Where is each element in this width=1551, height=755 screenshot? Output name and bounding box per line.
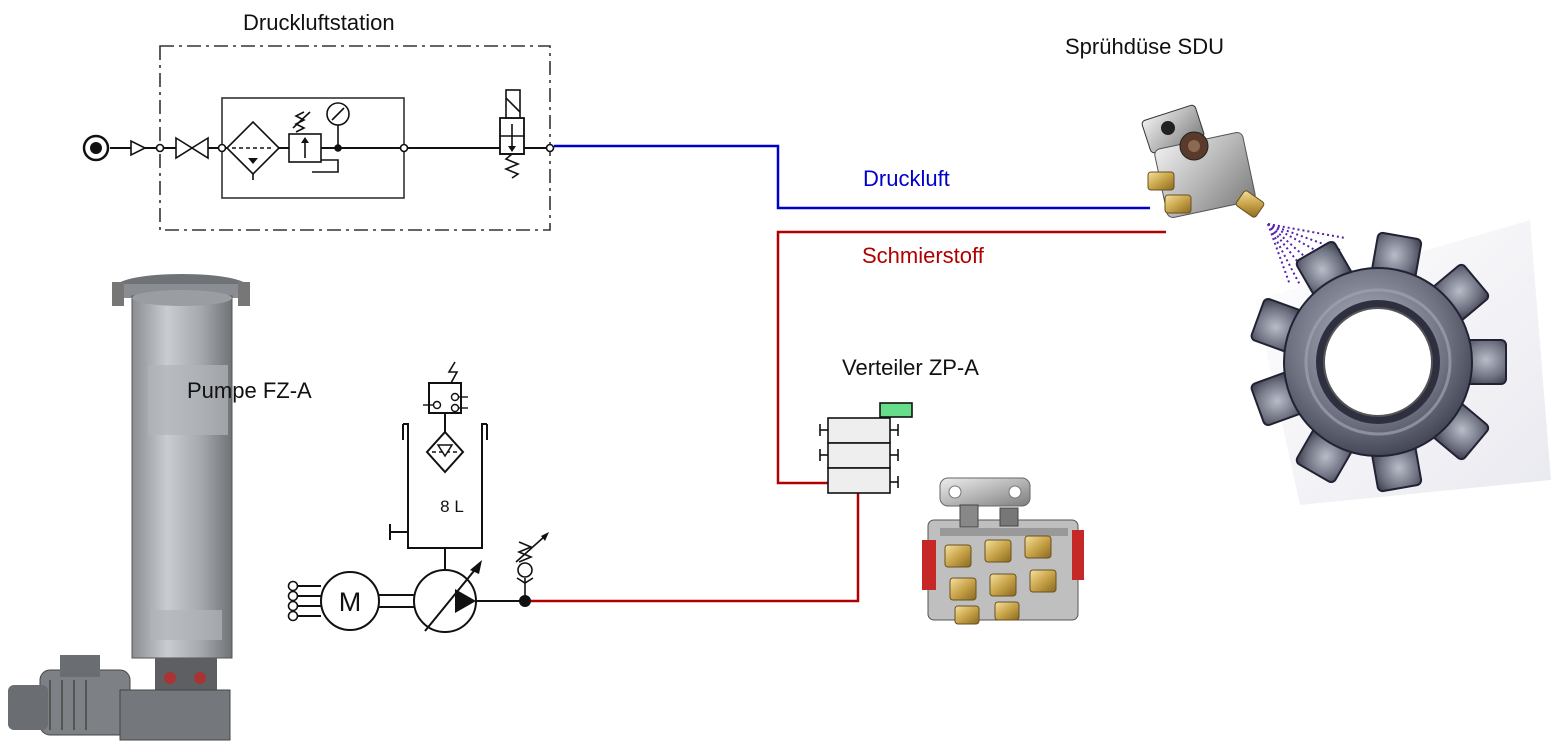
distributor-title: Verteiler ZP-A	[842, 355, 979, 380]
lubricant-line-from-pump	[525, 492, 860, 603]
reservoir-volume-label: 8 L	[440, 497, 464, 516]
lubricant-line-label: Schmierstoff	[862, 243, 984, 268]
compressed-air-line-label: Druckluft	[863, 166, 950, 191]
filter-icon	[225, 120, 281, 180]
pressure-regulator-icon	[288, 111, 339, 173]
pump-photo	[8, 274, 250, 741]
air-source-icon	[82, 134, 110, 162]
pump-icon	[413, 560, 482, 633]
pump-schematic	[287, 361, 549, 633]
distributor-photo	[922, 477, 1084, 625]
compressed-air-line	[554, 144, 1150, 210]
relief-valve-icon	[515, 532, 549, 601]
motor-label: M	[339, 587, 362, 617]
check-valve-icon	[130, 139, 147, 157]
solenoid-valve-icon	[499, 89, 525, 179]
pump-title: Pumpe FZ-A	[187, 378, 312, 403]
spray-nozzle-title: Sprühdüse SDU	[1065, 34, 1224, 59]
distributor-indicator	[879, 402, 913, 418]
shutoff-valve-icon	[175, 136, 209, 160]
station-outer-border	[159, 45, 551, 231]
pressure-gauge-icon	[326, 102, 350, 148]
distributor-icon	[819, 402, 913, 494]
lubricant-line-to-nozzle	[776, 230, 1166, 485]
motor-icon	[287, 571, 380, 631]
spray-nozzle-icon	[1141, 104, 1265, 218]
compressed-air-station	[82, 45, 555, 231]
compressed-air-station-title: Druckluftstation	[243, 10, 395, 35]
gear-icon	[1250, 231, 1507, 493]
